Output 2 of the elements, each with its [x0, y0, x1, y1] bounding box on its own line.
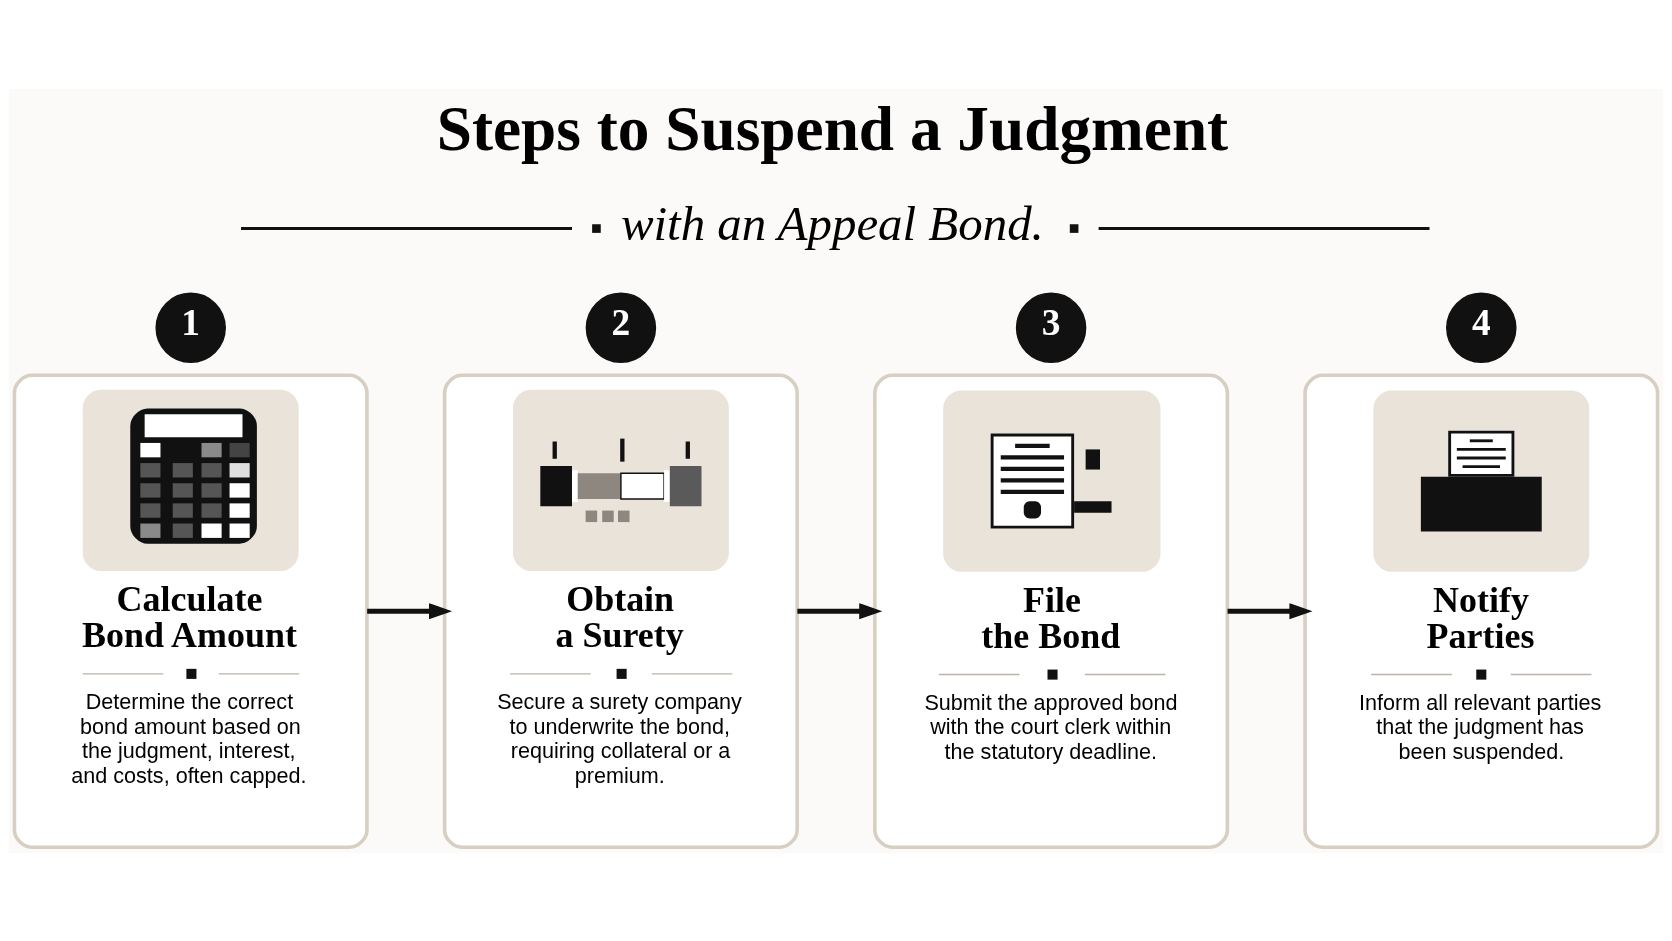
label: with an Appeal Bond.	[620, 195, 1044, 251]
diagram-title: Steps to Suspend a Judgment	[436, 93, 1229, 164]
